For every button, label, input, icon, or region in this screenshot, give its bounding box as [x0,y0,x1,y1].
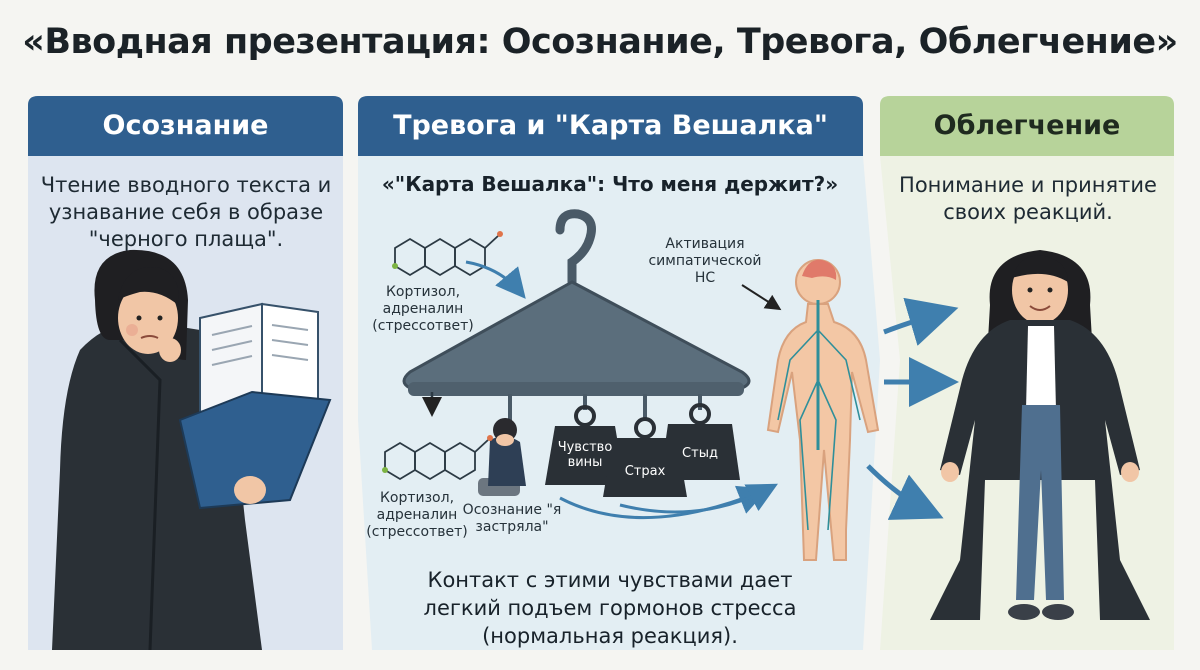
anxiety-heading: Тревога и "Карта Вешалка" [393,110,828,141]
weight-label-fear: Страх [624,464,666,479]
awareness-heading: Осознание [102,110,269,141]
weight-label-guilt: Чувство вины [557,440,613,470]
relief-heading: Облегчение [933,110,1121,141]
weight-icon [545,403,740,497]
transition-arrows [866,297,959,520]
hanger-icon [402,209,751,396]
molecule-icon [382,231,503,481]
page-title: «Вводная презентация: Осознание, Тревога… [22,22,1178,62]
hanger-map-subtitle: «"Карта Вешалка": Что меня держит?» [381,172,839,196]
pointer-arrow [741,284,782,311]
relief-text: Понимание и принятие своих реакций. [899,173,1157,224]
ns-activation-label: Активация симпатической НС [648,236,762,286]
awareness-text: Чтение вводного текста и узнавание себя … [40,173,332,251]
stuck-label: Осознание "я застряла" [462,502,562,535]
reading-person-illustration [52,249,332,651]
brain-icon [802,259,837,280]
relieved-person-illustration [930,250,1150,620]
weight-label-shame: Стыд [682,446,718,461]
book-icon [178,302,332,510]
hormone-label-bottom: Кортизол, адреналин (стрессответ) [366,490,468,540]
hormone-label-top: Кортизол, адреналин (стрессответ) [372,284,474,334]
stress-hormone-note: Контакт с этими чувствами дает легкий по… [423,568,797,648]
arrow-icon [422,260,778,520]
nervous-system-icon [766,259,880,561]
stuck-person-illustration [478,418,526,496]
